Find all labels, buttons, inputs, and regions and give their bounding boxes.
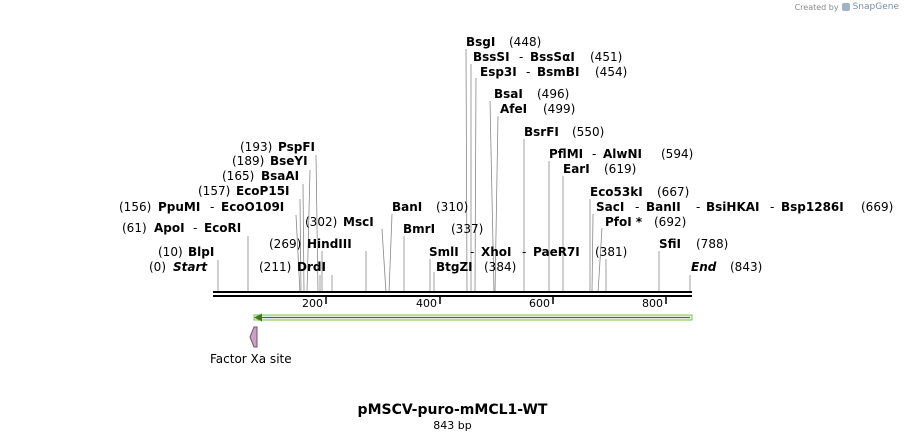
map-title-block: pMSCV-puro-mMCL1-WT 843 bp [0,402,905,432]
site-bsaai[interactable]: (165) BsaAI [222,169,299,183]
site-saci-banii-bsihkai-bsp1286i[interactable]: SacI - BanII - BsiHKAI - Bsp1286I (669) [596,200,893,214]
site-hindiii[interactable]: (269) HindIII [269,237,352,251]
site-pfoi[interactable]: PfoI * (692) [605,215,686,229]
site-end[interactable]: End (843) [691,260,762,274]
site-eco53ki[interactable]: Eco53kI (667) [590,185,689,199]
site-eari[interactable]: EarI (619) [563,162,636,176]
snapgene-credit: Created by SnapGene [795,2,899,12]
site-sfii[interactable]: SfiI (788) [659,237,728,251]
site-afei[interactable]: AfeI (499) [500,102,575,116]
axis-tick-label: 800 [642,297,663,310]
credit-prefix: Created by [794,2,839,12]
dna-backbone [213,291,692,297]
snapgene-logo-icon [841,3,850,11]
site-btgzi[interactable]: BtgZI (384) [436,260,516,274]
axis-tick-label: 600 [529,297,550,310]
axis-tick-label: 200 [302,297,323,310]
site-blpi[interactable]: (10) BlpI [158,245,214,259]
site-start[interactable]: (0) Start [149,260,208,274]
site-bani[interactable]: BanI (310) [392,200,468,214]
site-bsgi[interactable]: BsgI (448) [466,35,541,49]
feature-label: Factor Xa site [210,352,292,366]
site-connectors [217,48,691,294]
site-bsai[interactable]: BsaI (496) [494,87,569,101]
plasmid-name: pMSCV-puro-mMCL1-WT [357,402,548,418]
site-apoi-ecori[interactable]: (61) ApoI - EcoRI [122,221,241,235]
site-esp3i-bsmbi[interactable]: Esp3I - BsmBI (454) [480,65,627,79]
site-drdi[interactable]: (211) DrdI [259,260,326,274]
site-pspfi[interactable]: (193) PspFI [240,140,315,154]
axis-ticks [325,297,667,304]
plasmid-length: 843 bp [433,419,472,432]
feature-arrow[interactable] [253,313,693,322]
site-pflmi-alwni[interactable]: PflMI - AlwNI (594) [549,147,693,161]
factor-xa-site-marker[interactable] [249,326,258,348]
site-bsrfi[interactable]: BsrFI (550) [524,125,604,139]
site-smli-xhoi-paer7i[interactable]: SmlI - XhoI - PaeR7I (381) [429,245,627,259]
site-ecop15i[interactable]: (157) EcoP15I [198,184,290,198]
site-ppumi-ecoo109i[interactable]: (156) PpuMI - EcoO109I [119,200,284,214]
site-bmri[interactable]: BmrI (337) [403,222,483,236]
axis-tick-label: 400 [416,297,437,310]
credit-brand: SnapGene [852,2,899,12]
site-msci[interactable]: (302) MscI [305,215,374,229]
site-bsssi-bsssai[interactable]: BssSI - BssSαI (451) [473,50,622,64]
site-bseyi[interactable]: (189) BseYI [232,154,308,168]
